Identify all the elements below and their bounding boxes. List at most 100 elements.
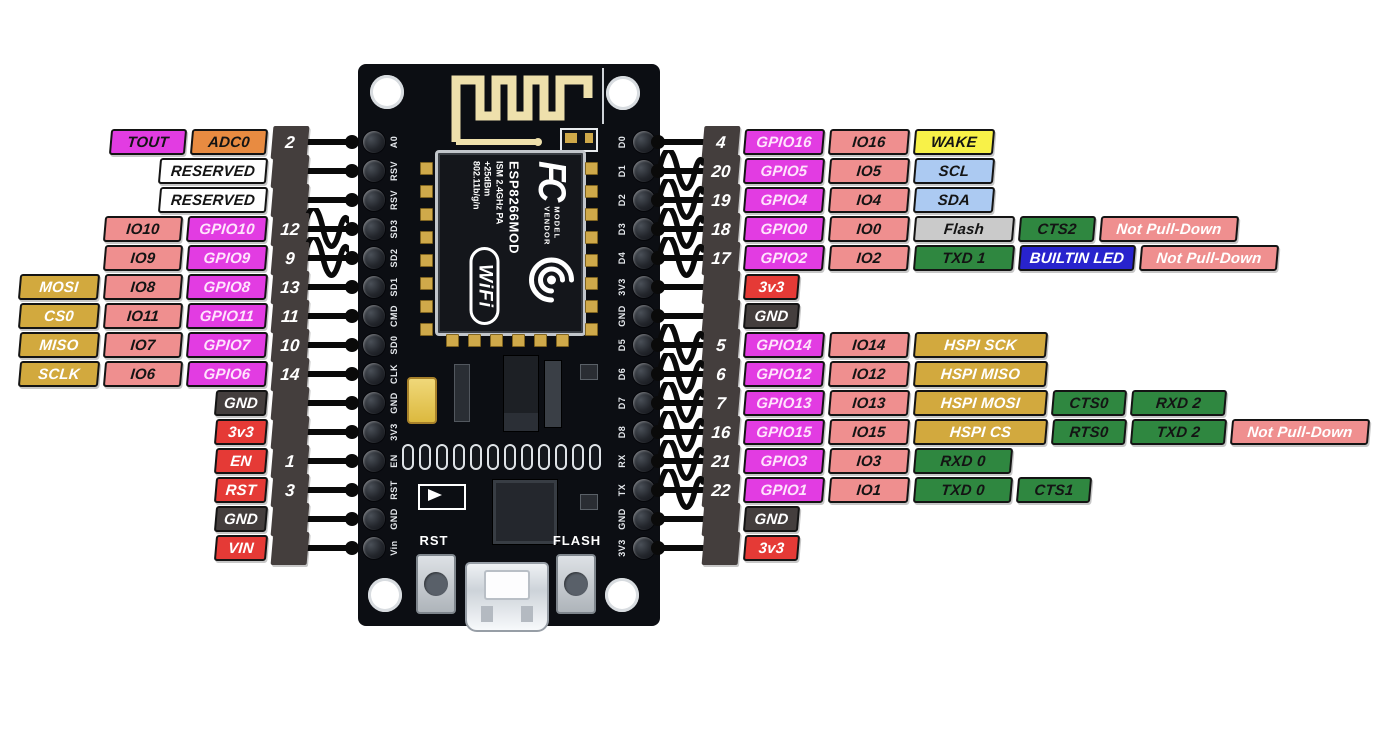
pin-dot [345, 454, 359, 468]
nodemcu-board: FC MODEL VENDOR ESP8266MOD ISM 2.4GHz PA… [358, 64, 660, 632]
connector-line [302, 342, 354, 348]
silkscreen-pin-label: SD3 [389, 219, 399, 239]
pin-label: IO13 [827, 390, 911, 416]
module-pad [585, 323, 598, 336]
pin-label: IO6 [102, 361, 184, 387]
pin-label: HSPI CS [912, 419, 1049, 445]
pin-label: RST [213, 477, 269, 503]
pin-dot [345, 425, 359, 439]
pin-dot [651, 541, 665, 555]
module-pad [420, 323, 433, 336]
silkscreen-pin-label: 3V3 [617, 278, 627, 296]
through-hole-pin [363, 276, 385, 298]
voltage-regulator [503, 355, 539, 432]
pin-label: RXD 2 [1129, 390, 1228, 416]
pin-dot [345, 483, 359, 497]
rst-button [416, 554, 456, 614]
oval-pad [419, 444, 431, 470]
transistor [580, 364, 598, 380]
oval-pad [555, 444, 567, 470]
oval-pad [589, 444, 601, 470]
pin-label: IO11 [102, 303, 184, 329]
pin-label: WAKE [912, 129, 996, 155]
silkscreen-pin-label: D0 [617, 135, 627, 149]
connector-line [302, 545, 354, 551]
smd-component [454, 364, 470, 422]
pin-label: IO7 [102, 332, 184, 358]
pwm-squiggle-icon [656, 205, 706, 250]
silkscreen-pin-label: D5 [617, 338, 627, 352]
pwm-squiggle-icon [656, 408, 706, 453]
pin-label: SDA [912, 187, 996, 213]
through-hole-pin [633, 392, 655, 414]
pin-label: MISO [17, 332, 101, 358]
pin-label: ADC0 [189, 129, 269, 155]
through-hole-pin [363, 305, 385, 327]
through-hole-pin [363, 363, 385, 385]
silkscreen-pin-label: 3V3 [389, 423, 399, 441]
pin-label: Not Pull-Down [1138, 245, 1280, 271]
pin-label: IO1 [827, 477, 911, 503]
pin-dot [345, 135, 359, 149]
silkscreen-pin-label: D7 [617, 396, 627, 410]
pin-dot [345, 541, 359, 555]
pin-label: 3v3 [213, 419, 269, 445]
pwm-squiggle-icon [301, 205, 351, 250]
through-hole-pin [633, 479, 655, 501]
wifi-antenna-trace [451, 75, 593, 146]
rst-button-label: RST [419, 533, 449, 548]
pwm-squiggle-icon [656, 234, 706, 279]
pin-label: IO0 [827, 216, 911, 242]
connector-line [302, 139, 354, 145]
through-hole-pin [363, 421, 385, 443]
through-hole-pin [633, 421, 655, 443]
oval-pad [470, 444, 482, 470]
silkscreen-pin-label: RST [389, 480, 399, 500]
silkscreen-pin-label: D8 [617, 425, 627, 439]
pin-dot [345, 512, 359, 526]
connector-line [302, 284, 354, 290]
through-hole-pin [633, 160, 655, 182]
connector-line [656, 516, 706, 522]
pin-label: GPIO5 [742, 158, 826, 184]
through-hole-pin [363, 189, 385, 211]
pin-label: TOUT [108, 129, 188, 155]
module-pad [420, 254, 433, 267]
silkscreen-pin-label: RSV [389, 190, 399, 211]
silkscreen-pin-label: Vin [389, 540, 399, 556]
pwm-squiggle-icon [656, 321, 706, 366]
pin-label: RESERVED [157, 158, 269, 184]
silkscreen-pin-label: D1 [617, 164, 627, 178]
pin-label: RTS0 [1050, 419, 1128, 445]
module-pad [585, 300, 598, 313]
transistor [580, 494, 598, 510]
pin-label: GPIO15 [742, 419, 826, 445]
pin-label: HSPI SCK [912, 332, 1049, 358]
pin-label: EN [213, 448, 269, 474]
oval-pad [436, 444, 448, 470]
connector-line [302, 226, 354, 232]
pin-label: IO3 [827, 448, 911, 474]
connector-line [302, 371, 354, 377]
through-hole-pin [633, 189, 655, 211]
pin-number [270, 531, 310, 565]
connector-line [656, 313, 706, 319]
pwm-squiggle-icon [656, 437, 706, 482]
pin-label: HSPI MISO [912, 361, 1049, 387]
oval-pad [521, 444, 533, 470]
through-hole-pin [633, 363, 655, 385]
pin-label: Not Pull-Down [1229, 419, 1371, 445]
mounting-hole [368, 578, 402, 612]
pin-label: IO10 [102, 216, 184, 242]
module-pad [585, 254, 598, 267]
pwm-squiggle-icon [656, 379, 706, 424]
pin-label: GPIO8 [185, 274, 269, 300]
flash-button-label: FLASH [552, 533, 602, 548]
silkscreen-pin-label: RX [617, 454, 627, 468]
through-hole-pin [363, 131, 385, 153]
pin-label: GPIO10 [185, 216, 269, 242]
module-pad [420, 185, 433, 198]
connector-line [656, 429, 706, 435]
pin-label: CS0 [17, 303, 101, 329]
through-hole-pin [633, 131, 655, 153]
